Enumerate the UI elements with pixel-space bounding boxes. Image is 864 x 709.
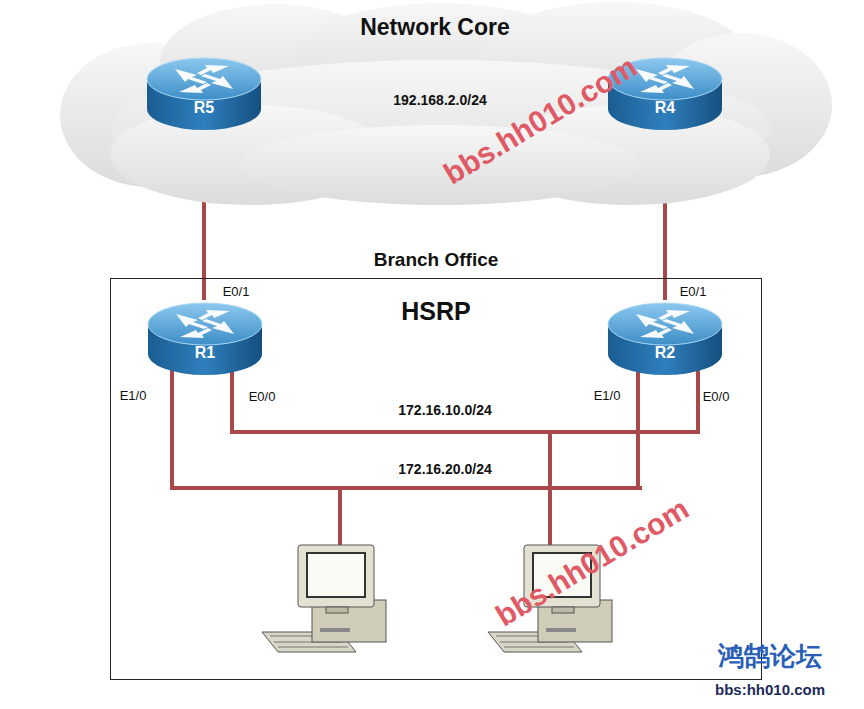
router-shape [147,58,261,130]
port-label: E0/0 [249,390,276,404]
port-label: E0/1 [223,285,250,299]
lan-wires [170,360,700,545]
router-name: R2 [606,344,724,362]
router-shape [608,58,722,130]
network-link [663,133,667,300]
region-title: Network Core [40,15,830,40]
router-outline [146,300,264,378]
box-heading: Branch Office [110,250,762,271]
router-outline [606,300,724,378]
cloud-region: Network CoreR5 R4 [40,0,830,220]
port-label: E0/0 [703,390,730,404]
port-label: E1/0 [594,389,621,403]
branch-border [110,278,762,680]
cloud-shape [490,105,770,205]
router-name: R4 [606,99,724,117]
port-label: E1/0 [120,389,147,403]
router-shape [148,303,262,375]
cloud-shape [160,4,390,120]
network-link [202,133,206,300]
watermark: bbs.hh010.com [490,492,694,633]
cloud-shape [110,60,770,196]
branch-office-box: Branch OfficeHSRP R1 R2 [110,246,762,680]
cloud-shape [295,3,585,107]
router-icon: R1 [146,300,264,378]
router-icon: R5 [145,55,263,133]
pc-icon [488,545,612,652]
pc-icon [262,545,386,652]
network-link [263,78,606,82]
port-label: E0/1 [680,285,707,299]
subnet-label: 172.16.20.0/24 [398,462,491,477]
router-shape [608,303,722,375]
protocol-label: HSRP [110,298,762,326]
cloud-outline [40,0,830,220]
router-outline [606,55,724,133]
watermark: bbs.hh010.com [438,50,642,191]
router-name: R1 [146,344,264,362]
subnet-label: 172.16.10.0/24 [398,403,491,418]
logo-url: bbs:hh010.com [715,682,825,699]
router-icon: R2 [606,300,724,378]
cloud-shape [240,125,640,205]
router-icon: R4 [606,55,724,133]
router-outline [145,55,263,133]
cloud-shape [480,2,750,118]
subnet-label: 192.168.2.0/24 [391,93,488,108]
cloud-shape [648,33,832,177]
cloud-shape [110,105,390,205]
cloud-shape [60,43,240,187]
logo-text: 鸿鹄论坛 [718,642,822,671]
router-name: R5 [145,99,263,117]
